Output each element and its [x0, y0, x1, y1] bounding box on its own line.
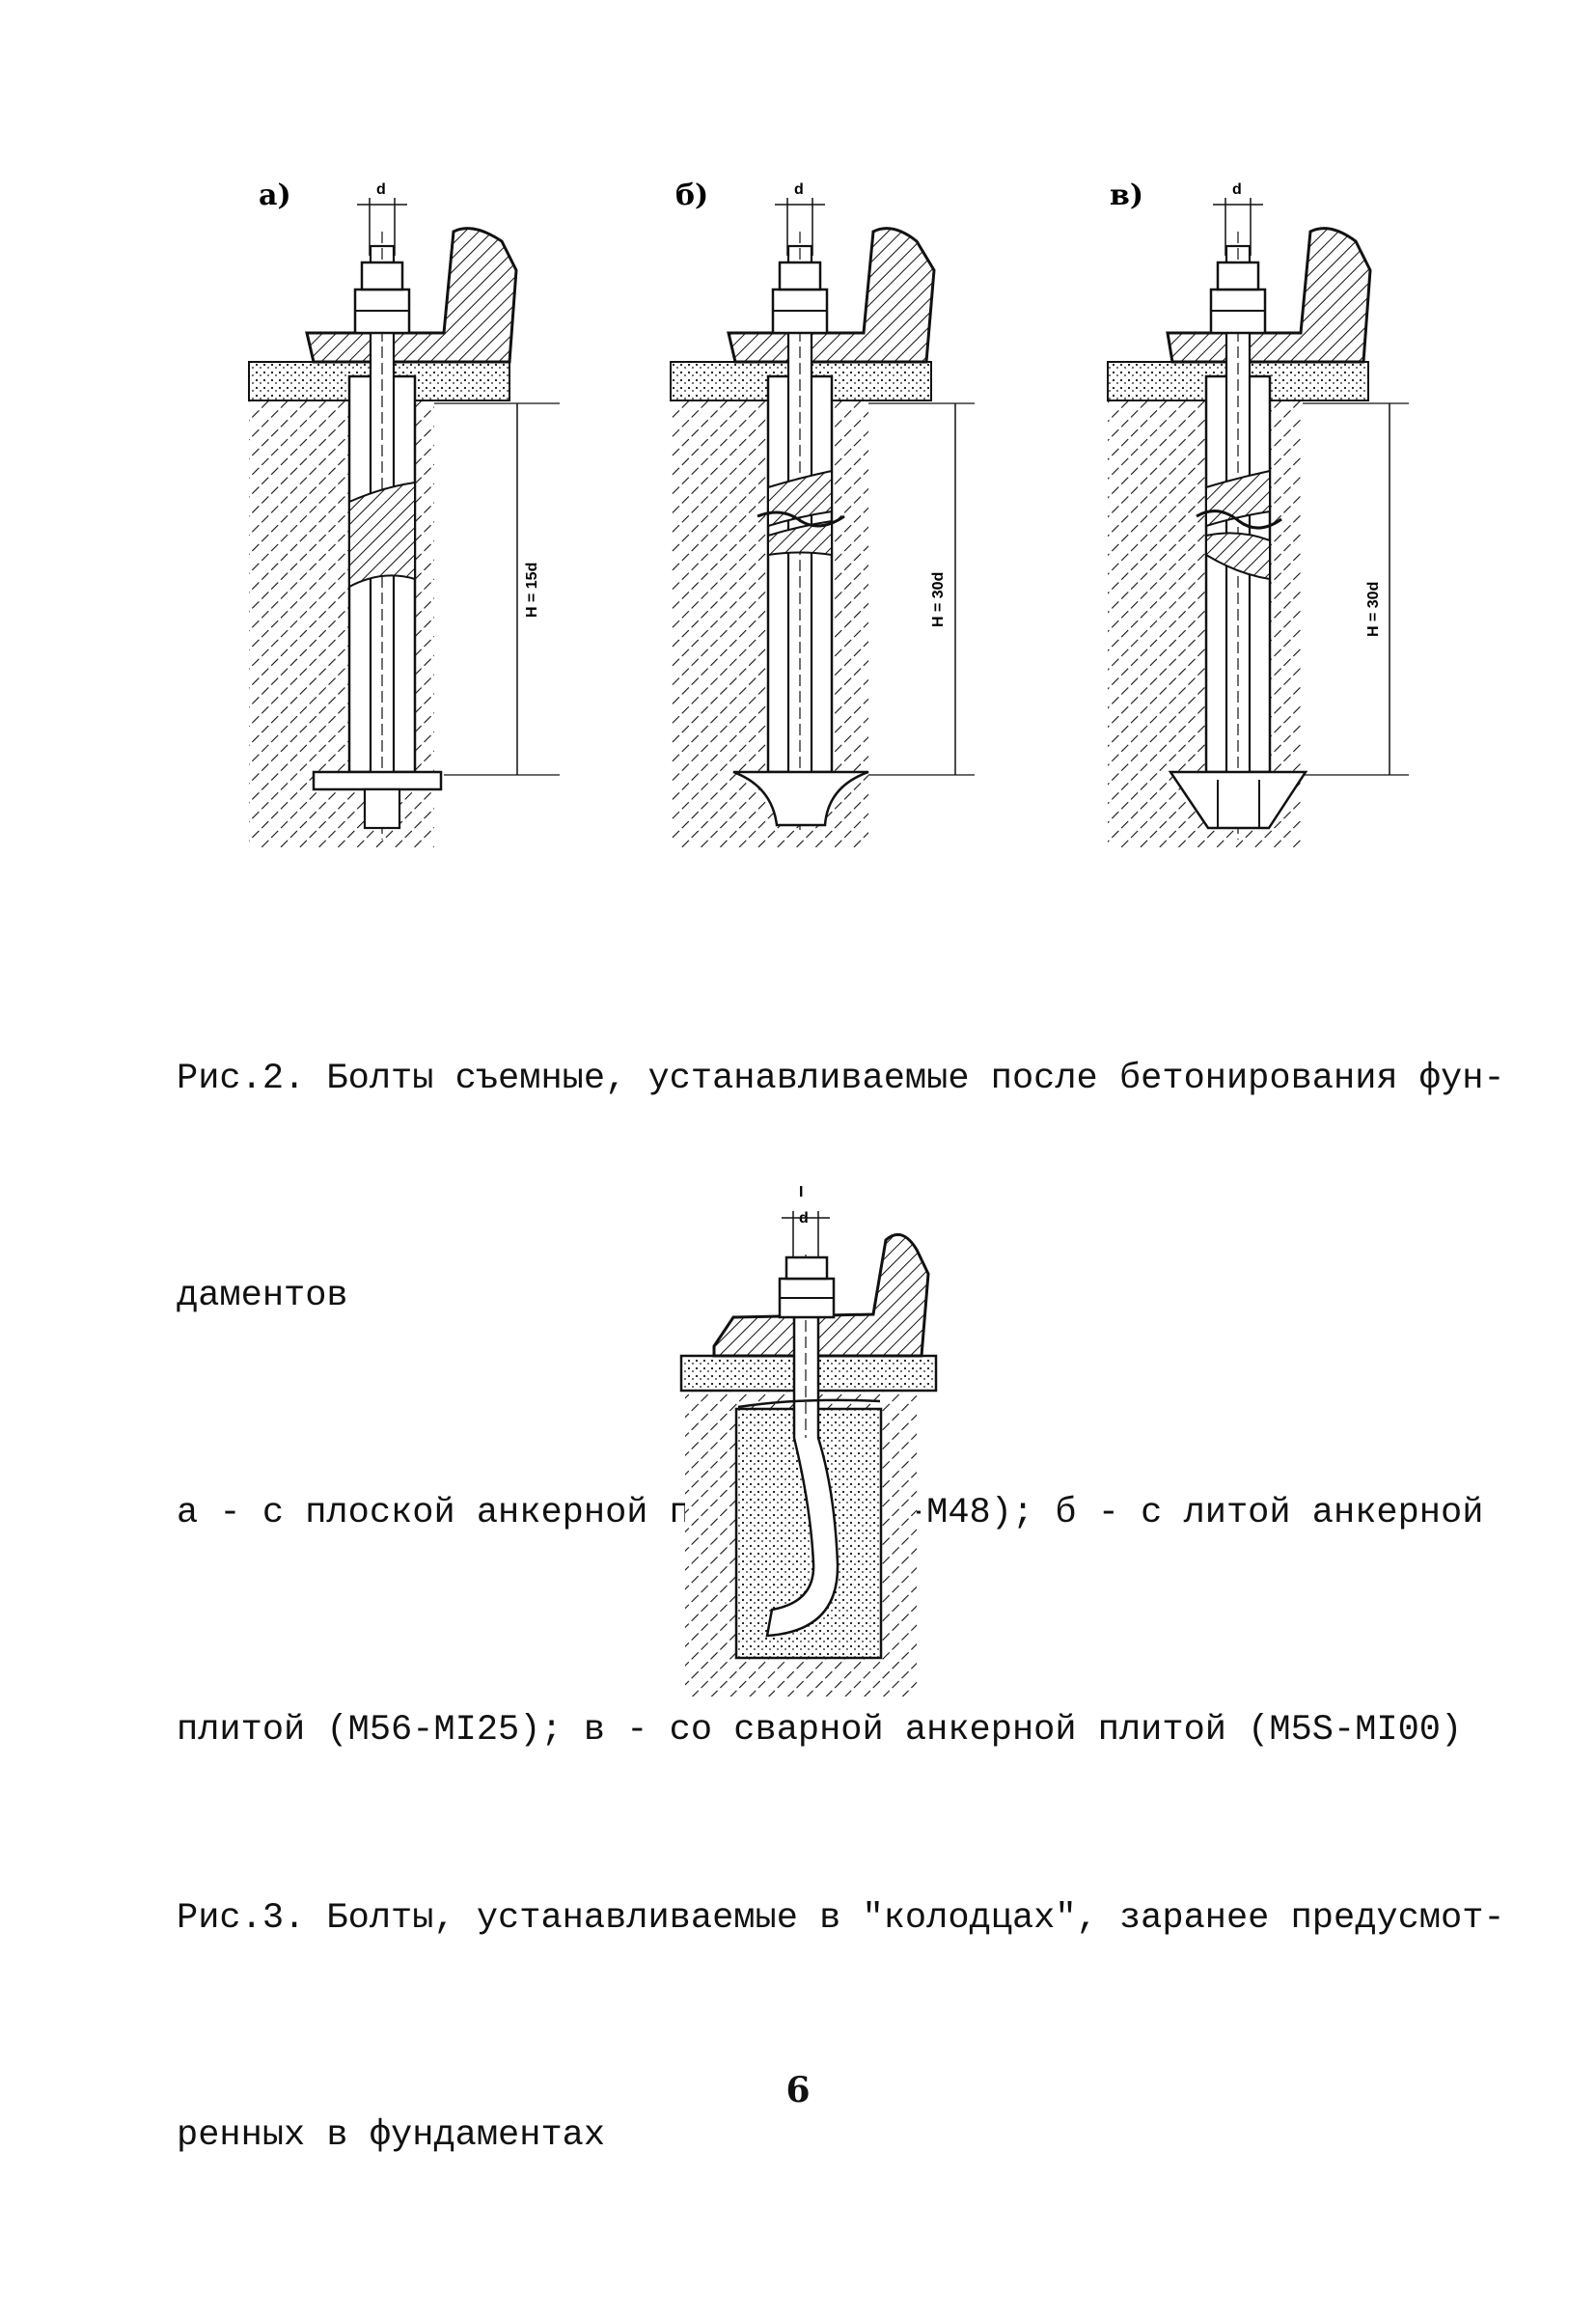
caption-line: ренных в фундаментах [177, 2115, 606, 2156]
bent-bolt [765, 1262, 839, 1638]
dimension-h-label: H = 30d [1365, 582, 1382, 637]
dimension-d-label: d [794, 181, 804, 198]
equipment-frame [1166, 227, 1372, 364]
figure-2-drawing: а) d [248, 179, 1409, 849]
equipment-frame [305, 227, 518, 364]
cast-anchor-plate [732, 770, 869, 827]
panel-label-c: в) [1110, 179, 1143, 212]
figure-2a: а) d [248, 179, 560, 849]
figure-3-caption: Рис.3. Болты, устанавливаемые в "колодца… [177, 1738, 1505, 2317]
page-number: 6 [785, 2070, 811, 2110]
equipment-frame [727, 227, 936, 364]
caption-line: даментов [177, 1276, 348, 1316]
equipment-frame [712, 1232, 930, 1358]
panel-label-b: б) [675, 179, 708, 212]
figure-3-drawing: I d [679, 1184, 938, 1696]
axis-mark: I [799, 1184, 803, 1200]
dimension-h-label: H = 15d [524, 563, 540, 618]
panel-label-a: а) [259, 179, 291, 212]
dimension-d-label: d [1232, 181, 1242, 198]
figure-2b: б) d H = 30d [670, 179, 975, 849]
caption-line: Рис.3. Болты, устанавливаемые в "колодца… [177, 1898, 1505, 1939]
welded-anchor-plate [1168, 770, 1308, 830]
caption-line: плитой (М56-МI25); в - со сварной анкерн… [177, 1710, 1463, 1751]
caption-line: Рис.2. Болты съемные, устанавливаемые по… [177, 1059, 1505, 1099]
dimension-h-label: H = 30d [930, 572, 947, 627]
dimension-d-label: d [376, 181, 386, 198]
anchor-plate [312, 770, 443, 791]
figure-2c: в) d H = 30d [1107, 179, 1409, 849]
